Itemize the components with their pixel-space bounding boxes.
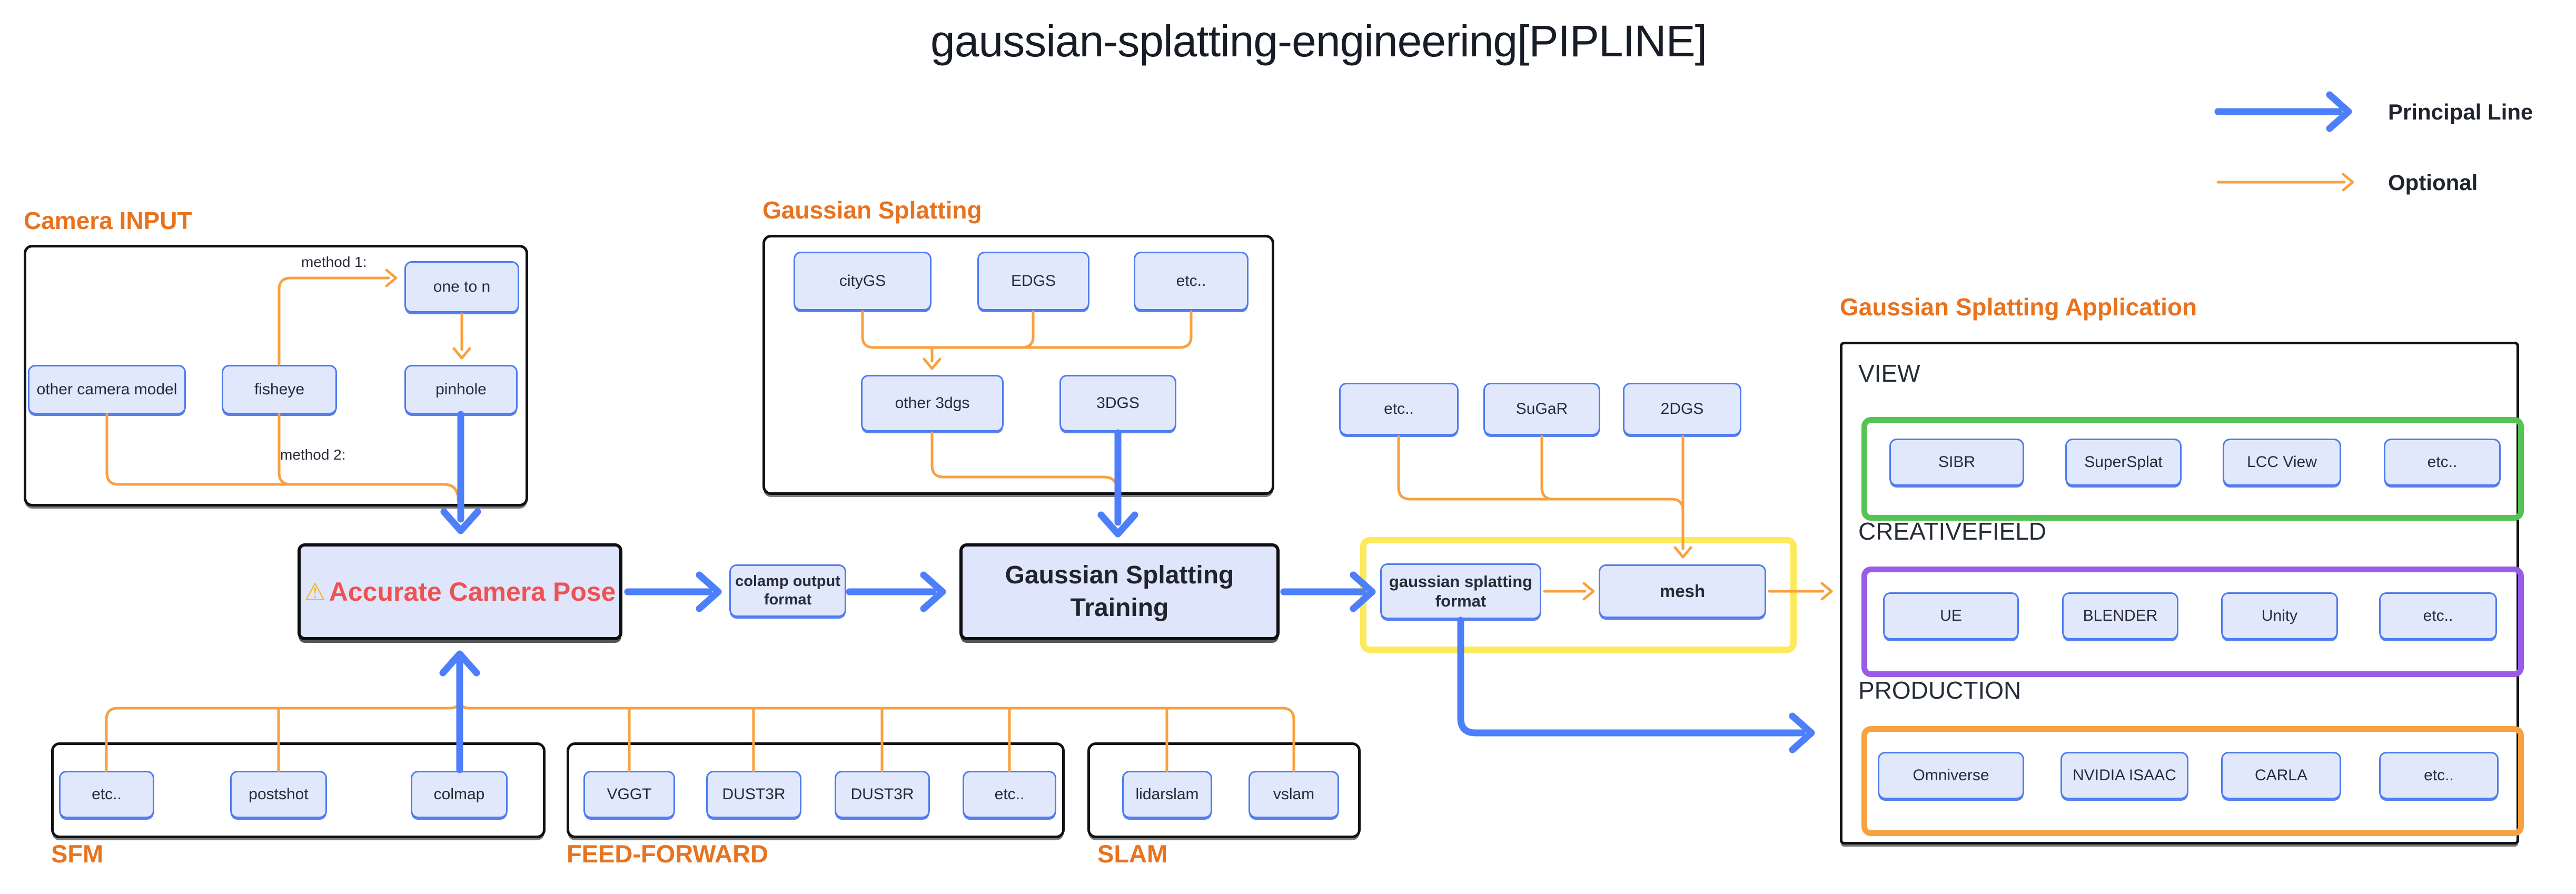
page-title: gaussian-splatting-engineering[PIPLINE] [930,16,1707,66]
node-gaussian-splatting-format[interactable]: gaussian splatting format [1380,563,1541,619]
node-sibr[interactable]: SIBR [1889,439,2024,486]
node-feed-forward-etc[interactable]: etc.. [963,771,1056,818]
node-lcc-view[interactable]: LCC View [2223,439,2341,486]
node-lidarslam[interactable]: lidarslam [1122,771,1212,818]
legend-principal-label: Principal Line [2388,100,2533,124]
gaussian-splatting-title: Gaussian Splatting [762,196,982,224]
node-sugar[interactable]: SuGaR [1483,383,1600,435]
creativefield-purple-frame [1861,567,2524,677]
feed-forward-label: FEED-FORWARD [567,840,768,868]
node-dust3r-2[interactable]: DUST3R [835,771,930,818]
node-unity[interactable]: Unity [2221,592,2338,640]
node-blender[interactable]: BLENDER [2062,592,2178,640]
node-nvidia-isaac[interactable]: NVIDIA ISAAC [2060,752,2188,799]
legend-optional-label: Optional [2388,170,2478,195]
node-2dgs[interactable]: 2DGS [1623,383,1741,435]
accurate-camera-pose-label: Accurate Camera Pose [329,577,616,607]
node-mesh-etc[interactable]: etc.. [1339,383,1459,435]
node-gaussian-splatting-training[interactable]: Gaussian Splatting Training [959,543,1280,640]
node-edgs[interactable]: EDGS [977,252,1089,311]
node-vslam[interactable]: vslam [1249,771,1339,818]
view-green-frame [1861,417,2524,521]
warning-icon: ⚠ [304,578,326,605]
production-label: PRODUCTION [1858,677,2022,704]
production-orange-frame [1861,726,2524,836]
node-one-to-n[interactable]: one to n [404,261,519,313]
sfm-label: SFM [51,840,104,868]
node-carla[interactable]: CARLA [2221,752,2341,799]
node-fisheye[interactable]: fisheye [222,365,337,414]
node-pinhole[interactable]: pinhole [404,365,518,414]
node-omniverse[interactable]: Omniverse [1878,752,2024,799]
node-mesh[interactable]: mesh [1599,564,1766,618]
node-other-camera-model[interactable]: other camera model [28,365,186,414]
creativefield-label: CREATIVEFIELD [1858,518,2046,545]
node-other-3dgs[interactable]: other 3dgs [861,375,1004,432]
training-label: Gaussian Splatting Training [1005,561,1234,622]
method1-label: method 1: [301,254,367,270]
node-gs-etc[interactable]: etc.. [1134,252,1249,311]
node-postshot[interactable]: postshot [230,771,327,818]
application-title: Gaussian Splatting Application [1840,293,2197,321]
slam-label: SLAM [1097,840,1168,868]
node-colamp-output-format[interactable]: colamp output format [729,564,846,617]
method2-label: method 2: [280,446,346,463]
camera-input-title: Camera INPUT [24,207,192,234]
view-label: VIEW [1858,360,1920,387]
node-3dgs[interactable]: 3DGS [1059,375,1176,432]
node-creativefield-etc[interactable]: etc.. [2379,592,2497,640]
node-sfm-etc[interactable]: etc.. [59,771,154,818]
node-production-etc[interactable]: etc.. [2379,752,2499,799]
node-view-etc[interactable]: etc.. [2384,439,2501,486]
node-colmap[interactable]: colmap [411,771,508,818]
node-supersplat[interactable]: SuperSplat [2065,439,2182,486]
node-citygs[interactable]: cityGS [794,252,932,311]
node-dust3r-1[interactable]: DUST3R [706,771,801,818]
node-vggt[interactable]: VGGT [583,771,675,818]
node-accurate-camera-pose[interactable]: ⚠ Accurate Camera Pose [298,543,622,640]
node-ue[interactable]: UE [1883,592,2019,640]
